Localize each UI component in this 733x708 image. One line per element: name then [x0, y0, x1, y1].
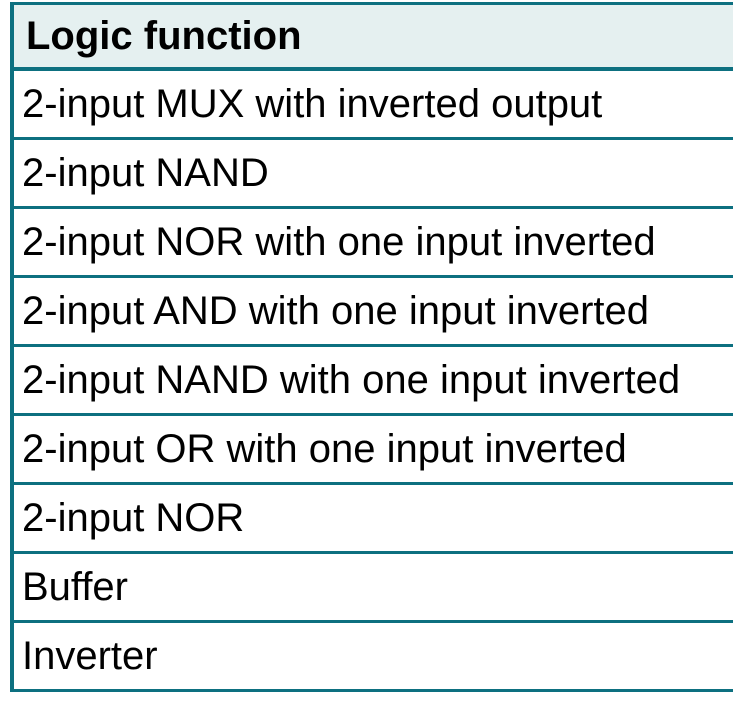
table-head: Logic function: [12, 3, 733, 71]
table-cell: 2-input MUX with inverted output: [12, 69, 733, 140]
table-body: 2-input MUX with inverted output 2-input…: [12, 69, 733, 691]
column-header-logic-function: Logic function: [12, 3, 733, 71]
table-cell: 2-input NAND with one input inverted: [12, 345, 733, 416]
table-row: 2-input OR with one input inverted: [12, 414, 733, 485]
table-row: 2-input NOR with one input inverted: [12, 207, 733, 278]
table-cell: 2-input AND with one input inverted: [12, 276, 733, 347]
table-cell: Buffer: [12, 552, 733, 623]
header-row: Logic function: [12, 3, 733, 71]
table-cell: 2-input OR with one input inverted: [12, 414, 733, 485]
table-cell: 2-input NOR with one input inverted: [12, 207, 733, 278]
table-row: 2-input NOR: [12, 483, 733, 554]
table-row: 2-input NAND: [12, 138, 733, 209]
table-row: 2-input AND with one input inverted: [12, 276, 733, 347]
table-cell: Inverter: [12, 621, 733, 691]
table-cell: 2-input NOR: [12, 483, 733, 554]
table-row: 2-input MUX with inverted output: [12, 69, 733, 140]
table-cell: 2-input NAND: [12, 138, 733, 209]
logic-function-table: Logic function 2-input MUX with inverted…: [10, 2, 733, 692]
table-row: Buffer: [12, 552, 733, 623]
table-row: Inverter: [12, 621, 733, 691]
table-row: 2-input NAND with one input inverted: [12, 345, 733, 416]
